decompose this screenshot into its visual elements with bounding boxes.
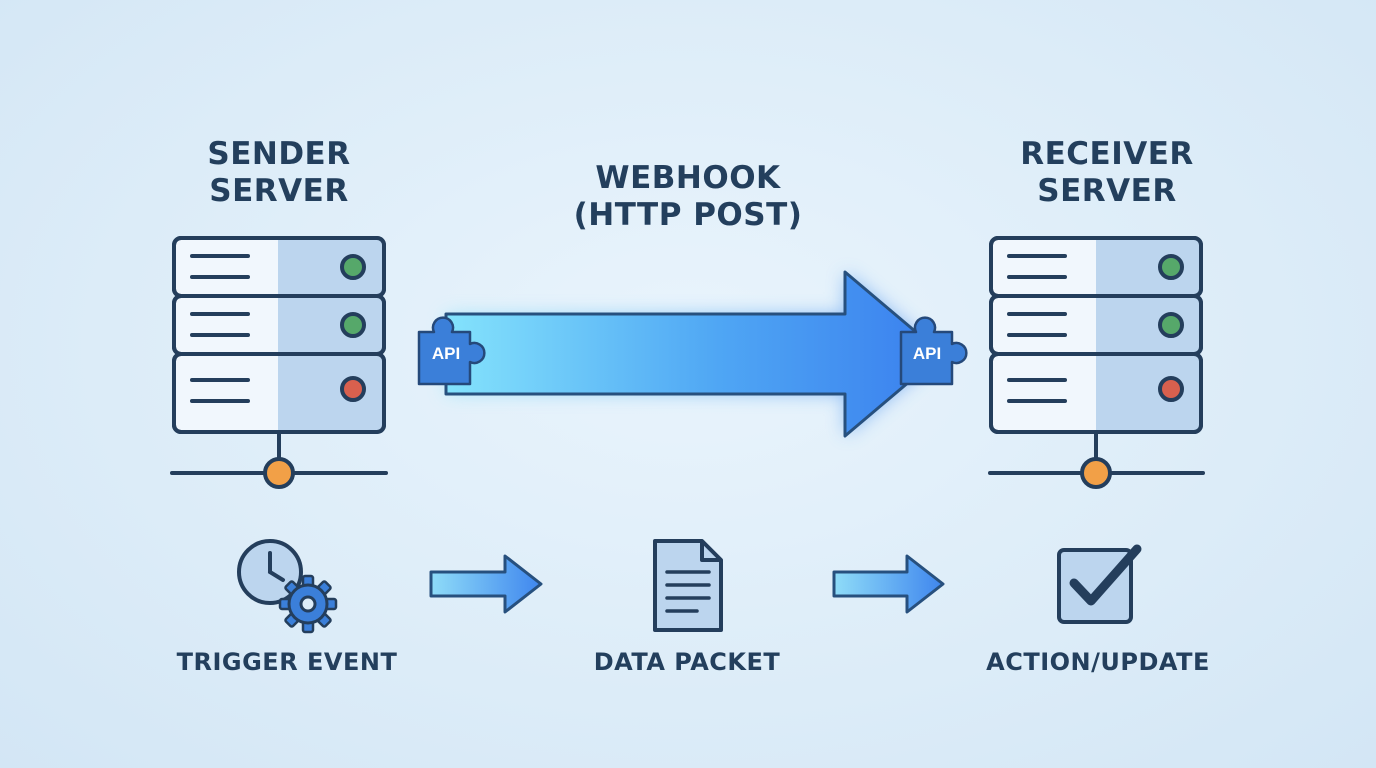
sender-server-icon [170, 236, 388, 489]
gear-icon [278, 574, 338, 634]
sender-led-2 [340, 312, 366, 338]
sender-title-line2: SERVER [209, 173, 349, 210]
sender-server-unit-2 [172, 294, 386, 356]
webhook-title-line2: (HTTP POST) [573, 197, 803, 234]
receiver-network-node [1080, 457, 1112, 489]
receiver-led-3 [1158, 376, 1184, 402]
webhook-title-line1: WEBHOOK [595, 160, 781, 196]
step-label-data-packet: DATA PACKET [593, 648, 781, 676]
target-api-puzzle-icon: API [899, 316, 968, 386]
sender-title-line1: SENDER [207, 136, 351, 172]
sender-network-connector [170, 432, 388, 489]
sender-led-3 [340, 376, 366, 402]
flow-arrow-2 [832, 554, 945, 614]
receiver-network-connector [988, 432, 1205, 489]
source-api-puzzle-icon: API [417, 316, 486, 386]
sender-server-unit-1 [172, 236, 386, 298]
flow-arrow-1 [429, 554, 543, 614]
sender-led-1 [340, 254, 366, 280]
sender-server-unit-3 [172, 352, 386, 434]
sender-server-title: SENDER SERVER [119, 136, 439, 210]
checkbox-check-icon [1057, 544, 1142, 624]
webhook-title: WEBHOOK (HTTP POST) [528, 160, 848, 234]
receiver-server-unit-3 [989, 352, 1203, 434]
receiver-server-unit-1 [989, 236, 1203, 298]
receiver-server-unit-2 [989, 294, 1203, 356]
receiver-led-2 [1158, 312, 1184, 338]
clock-gear-icon [237, 539, 338, 634]
receiver-title-line1: RECEIVER [1020, 136, 1194, 172]
receiver-server-icon [988, 236, 1205, 489]
document-icon [653, 539, 723, 632]
webhook-arrow [444, 270, 944, 438]
sender-network-node [263, 457, 295, 489]
source-api-label: API [432, 344, 460, 363]
receiver-led-1 [1158, 254, 1184, 280]
step-label-action-update: ACTION/UPDATE [986, 648, 1210, 676]
receiver-title-line2: SERVER [1037, 173, 1177, 210]
step-label-trigger-event: TRIGGER EVENT [176, 648, 398, 676]
target-api-label: API [913, 344, 941, 363]
receiver-server-title: RECEIVER SERVER [947, 136, 1267, 210]
